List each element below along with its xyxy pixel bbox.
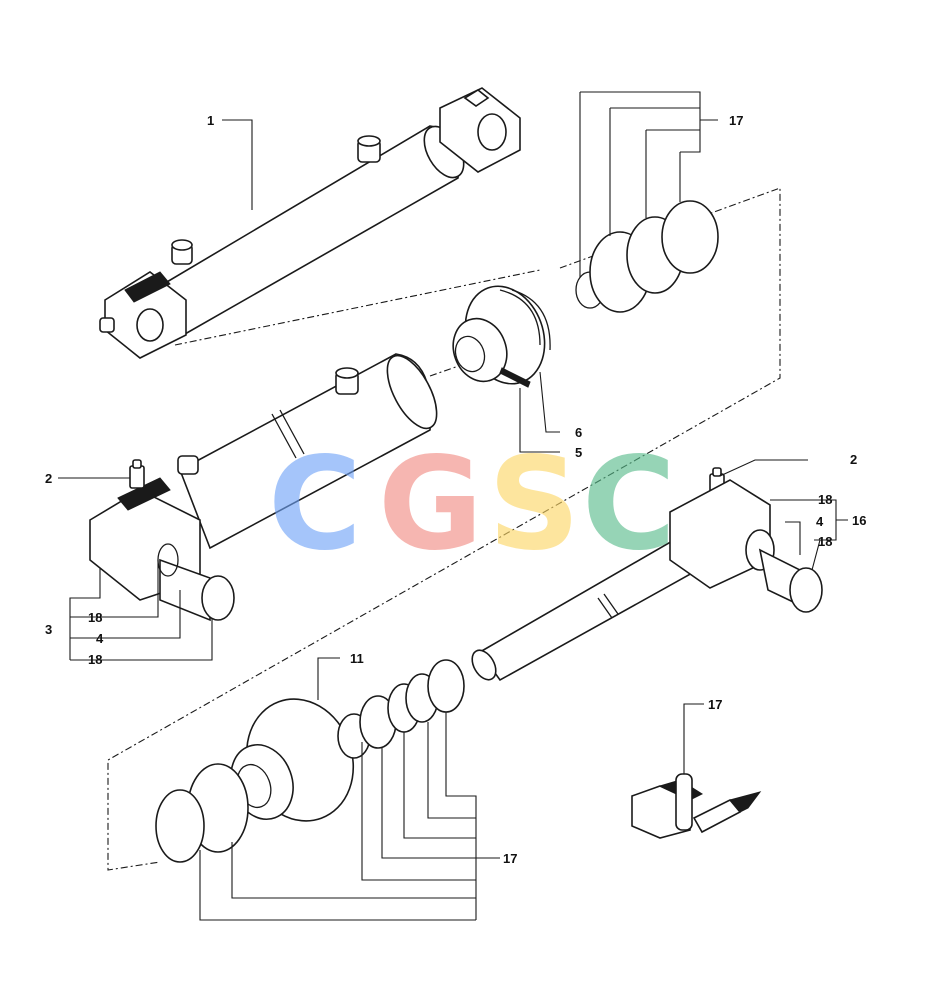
callout-6: 6 bbox=[575, 425, 582, 440]
installation-tool-inset bbox=[631, 773, 762, 839]
callout-18-left-a: 18 bbox=[88, 610, 102, 625]
callout-1: 1 bbox=[207, 113, 214, 128]
callout-17-top: 17 bbox=[729, 113, 743, 128]
seal-rings-upper bbox=[575, 200, 719, 313]
watermark-letter-c2: C bbox=[582, 430, 676, 579]
cgsc-watermark: C G S C bbox=[268, 430, 676, 579]
leader-lines bbox=[58, 91, 848, 921]
callout-17-bottom: 17 bbox=[503, 851, 517, 866]
callout-2-right: 2 bbox=[850, 452, 857, 467]
watermark-letter-s: S bbox=[488, 430, 580, 579]
callout-18-right-b: 18 bbox=[818, 534, 832, 549]
piston-head-upper bbox=[452, 285, 551, 388]
watermark-letter-c1: C bbox=[268, 430, 362, 579]
callout-3: 3 bbox=[45, 622, 52, 637]
cylinder-assembly bbox=[99, 87, 521, 359]
grease-nipple-left bbox=[129, 459, 145, 489]
watermark-letter-g: G bbox=[378, 430, 483, 579]
callout-4-left: 4 bbox=[96, 631, 104, 646]
callout-18-left-b: 18 bbox=[88, 652, 102, 667]
callout-5: 5 bbox=[575, 445, 582, 460]
callout-11: 11 bbox=[350, 651, 364, 666]
seal-rings-lower bbox=[155, 659, 465, 863]
callout-18-right-a: 18 bbox=[818, 492, 832, 507]
callout-4-right: 4 bbox=[816, 514, 824, 529]
bushing-left bbox=[157, 543, 235, 622]
callout-17-inset: 17 bbox=[708, 697, 722, 712]
callout-16: 16 bbox=[852, 513, 866, 528]
callout-2-left: 2 bbox=[45, 471, 52, 486]
callout-labels: 1 17 2 2 6 5 18 4 16 18 18 3 4 18 11 17 … bbox=[45, 113, 866, 866]
piston-rod bbox=[471, 479, 823, 682]
